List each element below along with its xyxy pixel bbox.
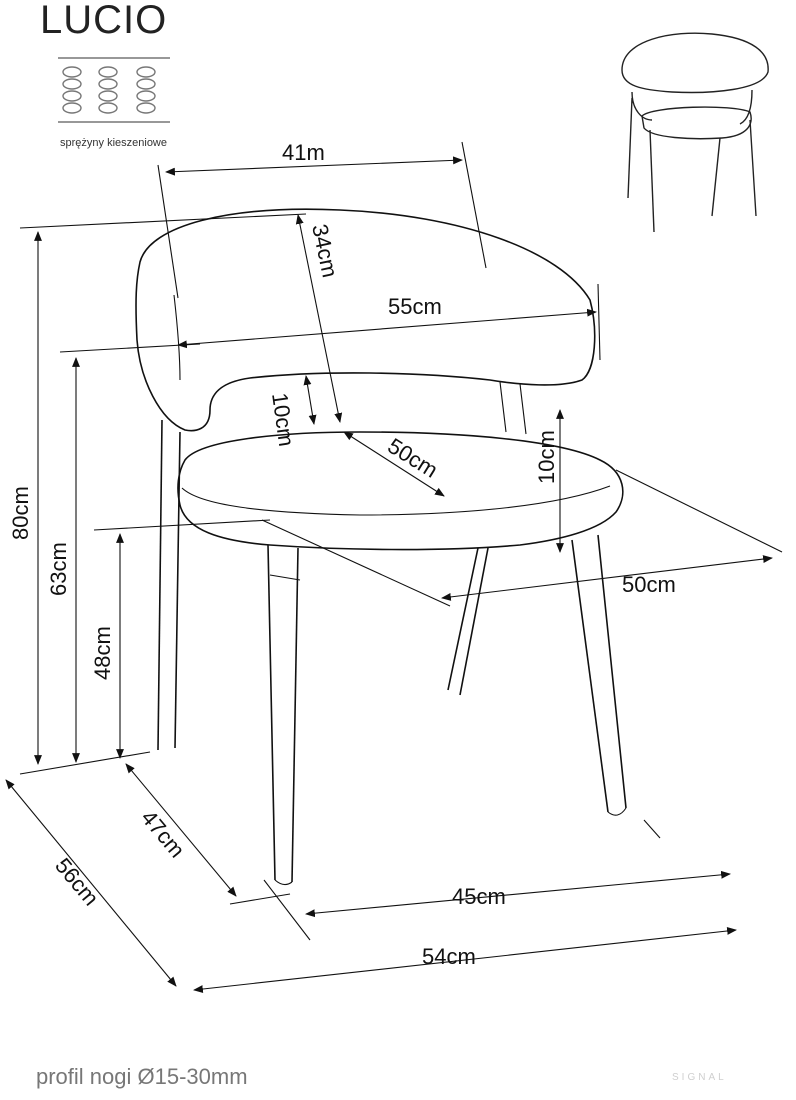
dim-backrest-inner-width: 41m [282,140,325,165]
dim-backrest-height: 34cm [307,222,343,280]
chair-thumbnail-icon [621,32,769,233]
dim-seat-width: 50cm [622,572,676,597]
leg-profile-note: profil nogi Ø15-30mm [36,1064,248,1089]
dim-armrest-height: 63cm [46,542,71,596]
dim-leg-width: 45cm [452,884,506,909]
watermark: SIGNAL [672,1072,727,1083]
dim-leg-depth: 47cm [136,805,190,862]
pocket-spring-icon [58,57,170,123]
dim-seat-thickness: 10cm [534,430,559,484]
dim-total-height: 80cm [8,486,33,540]
dim-seat-height: 48cm [90,626,115,680]
dim-total-depth: 56cm [50,853,104,910]
dim-armrest-gap: 10cm [267,391,299,448]
dim-seat-depth: 50cm [383,433,442,483]
product-title: LUCIO [40,0,168,42]
spring-caption: sprężyny kieszeniowe [60,137,167,149]
dimension-lines [5,141,783,993]
chair-outline [135,208,627,886]
dim-backrest-outer-width: 55cm [388,294,442,319]
dim-total-width: 54cm [422,944,476,969]
